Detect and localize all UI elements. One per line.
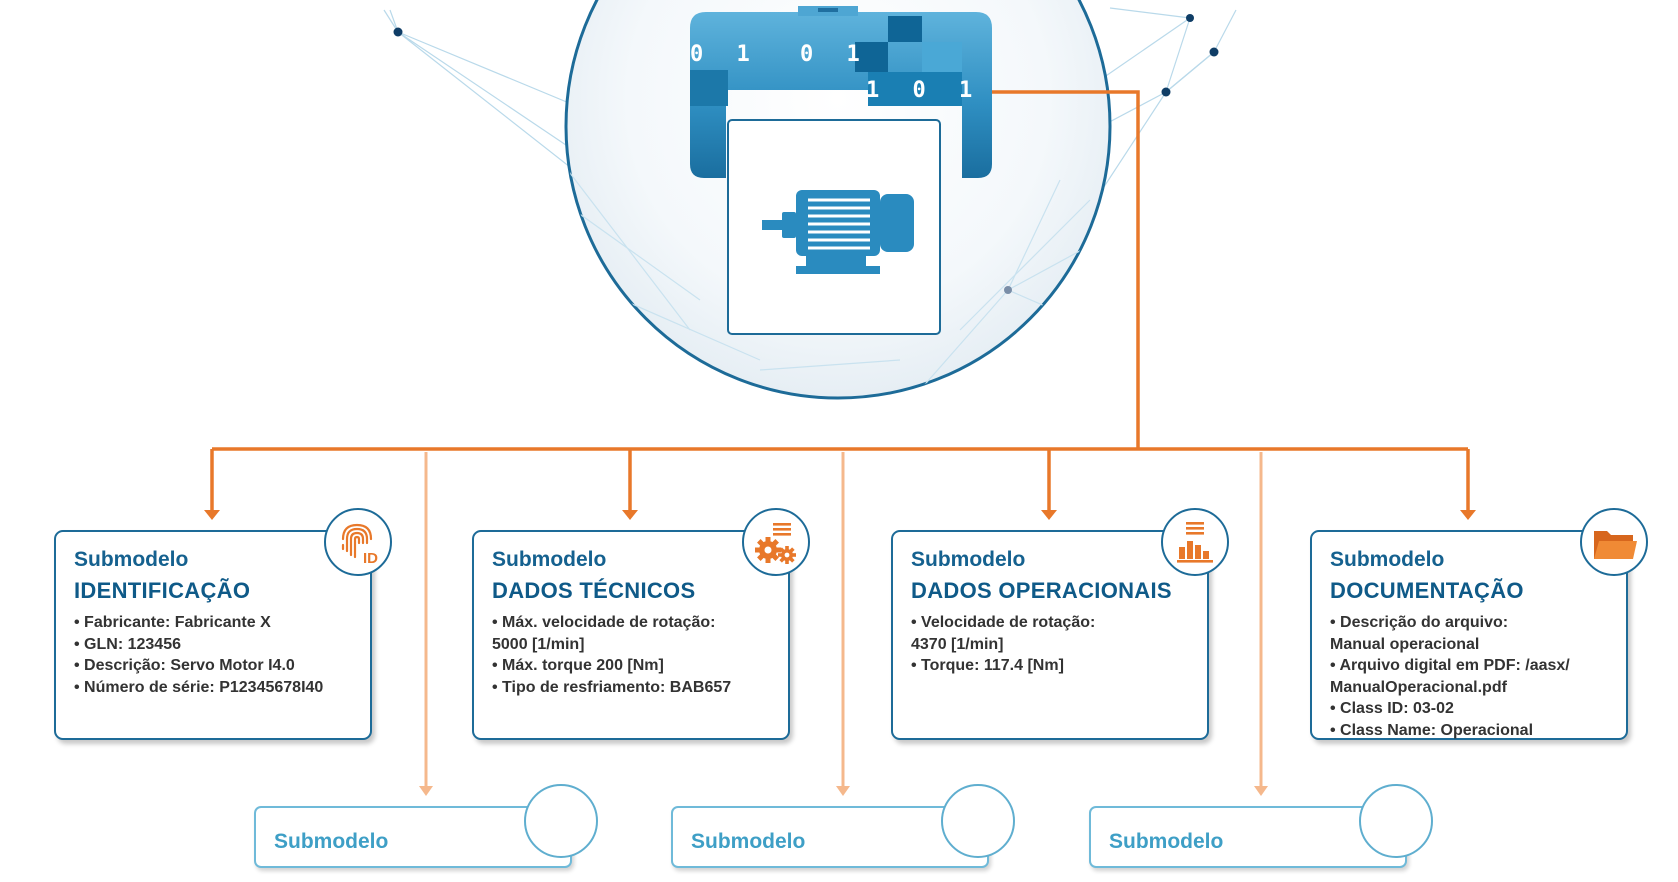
bar-chart-icon (1161, 508, 1229, 576)
motor-icon (762, 190, 914, 274)
card-line: Manual operacional (1330, 635, 1480, 653)
binary-bits-middle: 0 1 (800, 42, 870, 67)
card-line: • Torque: 117.4 [Nm] (911, 657, 1064, 674)
network-nodes (393, 14, 1219, 294)
submodel-label: Submodelo (691, 830, 806, 853)
card-subtitle: DOCUMENTAÇÃO (1330, 578, 1524, 603)
card-line: • Máx. velocidade de rotação: (492, 614, 716, 631)
submodel-label: Submodelo (1109, 830, 1224, 853)
card-line: • Class Name: Operacional (1330, 721, 1534, 739)
shell-accent (888, 16, 922, 42)
submodel-box-2[interactable]: Submodelo (671, 806, 989, 868)
orange-arrowheads (204, 510, 1476, 520)
card-lines: • Velocidade de rotação: 4370 [1/min] • … (911, 612, 1095, 677)
submodel-card-documentacao[interactable]: Submodelo DOCUMENTAÇÃO • Descrição do ar… (1310, 530, 1628, 740)
fingerprint-id-icon: ID (324, 508, 392, 576)
card-line: • Descrição: Servo Motor I4.0 (74, 657, 295, 674)
card-title: Submodelo (1330, 548, 1445, 571)
card-line: • Velocidade de rotação: (911, 614, 1096, 631)
card-line: • Número de série: P12345678I40 (74, 678, 324, 696)
card-line: • Fabricante: Fabricante X (74, 614, 271, 631)
submodel-card-dados-tecnicos[interactable]: Submodelo DADOS TÉCNICOS • Máx. velocida… (472, 530, 790, 740)
submodel-placeholder-icon (524, 784, 598, 858)
light-orange-connectors (424, 452, 1263, 786)
card-subtitle: DADOS OPERACIONAIS (911, 578, 1172, 603)
card-title: Submodelo (492, 548, 607, 571)
submodel-label: Submodelo (274, 830, 389, 853)
card-line: • GLN: 123456 (74, 635, 181, 653)
card-subtitle: DADOS TÉCNICOS (492, 578, 696, 603)
card-line: • Máx. torque 200 [Nm] (492, 657, 664, 674)
card-title: Submodelo (911, 548, 1026, 571)
card-lines: • Descrição do arquivo: Manual operacion… (1330, 612, 1570, 741)
card-line: ManualOperacional.pdf (1330, 678, 1507, 696)
submodel-box-1[interactable]: Submodelo (254, 806, 572, 868)
card-lines: • Fabricante: Fabricante X • GLN: 123456… (74, 612, 323, 698)
submodel-placeholder-icon (1359, 784, 1433, 858)
card-line: • Tipo de resfriamento: BAB657 (492, 678, 732, 696)
card-line: • Descrição do arquivo: (1330, 614, 1509, 631)
folder-icon (1580, 508, 1648, 576)
card-lines: • Máx. velocidade de rotação: 5000 [1/mi… (492, 612, 731, 698)
submodel-placeholder-icon (941, 784, 1015, 858)
submodel-card-dados-operacionais[interactable]: Submodelo DADOS OPERACIONAIS • Velocidad… (891, 530, 1209, 740)
card-title: Submodelo (74, 548, 189, 571)
card-line: 5000 [1/min] (492, 635, 585, 653)
card-line: 4370 [1/min] (911, 635, 1004, 653)
light-orange-arrowheads (419, 786, 1268, 796)
card-line: • Class ID: 03-02 (1330, 700, 1454, 717)
binary-bits-right: 1 0 1 (866, 78, 983, 103)
gears-icon (742, 508, 810, 576)
orange-connectors (210, 90, 1470, 510)
submodel-card-identificacao[interactable]: Submodelo IDENTIFICAÇÃO • Fabricante: Fa… (54, 530, 372, 740)
binary-bits-left: 0 1 (690, 42, 760, 67)
card-line: • Arquivo digital em PDF: /aasx/ (1330, 657, 1570, 674)
badge-text: ID (363, 550, 378, 567)
submodel-box-3[interactable]: Submodelo (1089, 806, 1407, 868)
card-subtitle: IDENTIFICAÇÃO (74, 578, 251, 603)
